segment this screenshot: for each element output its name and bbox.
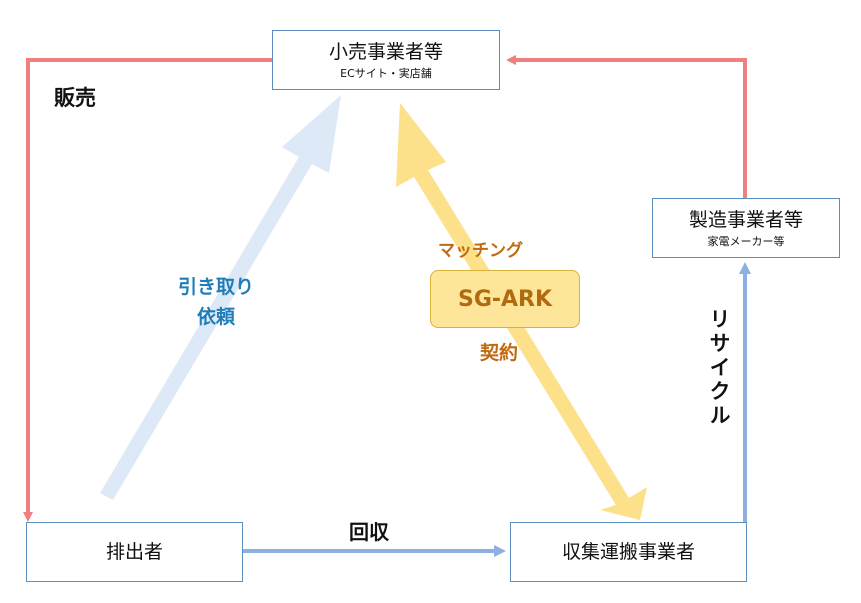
retailer-title: 小売事業者等: [328, 40, 443, 63]
manufacturer-title: 製造事業者等: [688, 208, 803, 231]
collector-title: 収集運搬事業者: [561, 541, 695, 563]
collector-node: 収集運搬事業者: [510, 522, 747, 582]
sales-label: 販売: [54, 86, 96, 110]
collection-label: 回収: [349, 520, 389, 544]
pickup-label-line1: 引き取り: [178, 276, 255, 298]
sg-ark-box: SG-ARK: [430, 270, 580, 328]
recycle-label: リサイクル: [707, 308, 731, 428]
discharger-node: 排出者: [26, 522, 243, 582]
sales-arrow-right: [506, 55, 747, 198]
manufacturer-node: 製造事業者等 家電メーカー等: [652, 198, 840, 258]
matching-label: マッチング: [438, 241, 523, 261]
matching-double-arrow-shape: [396, 103, 647, 520]
pickup-label-line2: 依頼: [197, 306, 236, 328]
contract-label: 契約: [480, 342, 519, 364]
pickup-request-arrow: [100, 95, 341, 500]
sales-arrow-left: [23, 58, 272, 522]
discharger-title: 排出者: [105, 541, 163, 563]
retailer-node: 小売事業者等 ECサイト・実店舗: [272, 30, 500, 90]
manufacturer-subtitle: 家電メーカー等: [707, 234, 785, 248]
retailer-subtitle: ECサイト・実店舗: [340, 66, 432, 80]
